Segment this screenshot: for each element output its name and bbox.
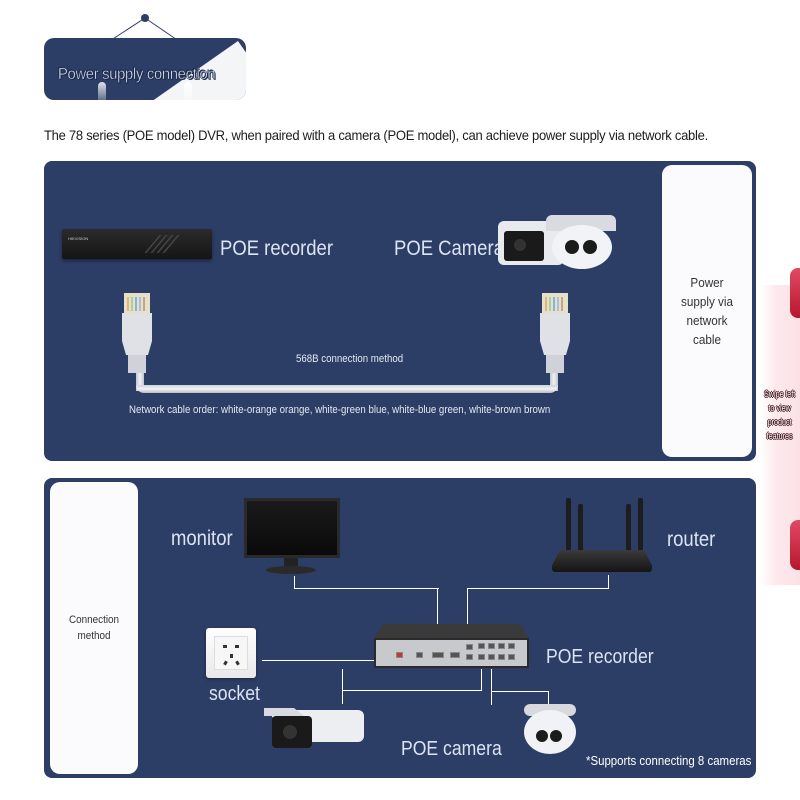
monitor-stand bbox=[284, 558, 298, 568]
monitor-label: monitor bbox=[171, 527, 233, 550]
dvr-brand: HIKVISION bbox=[68, 236, 89, 241]
router-antenna bbox=[626, 504, 631, 556]
router-link-line-rise bbox=[467, 575, 609, 589]
side-card-power: Power supply via network cable bbox=[662, 165, 752, 457]
side-card-connection-text: Connection method bbox=[68, 614, 120, 642]
camera-link-drop bbox=[342, 669, 482, 691]
spotlight-left bbox=[98, 82, 106, 100]
poe-recorder-label: POE recorder bbox=[220, 237, 333, 260]
poe-camera-label-2: POE camera bbox=[401, 738, 502, 760]
swipe-hint-accent-top bbox=[790, 268, 800, 318]
swipe-hint-accent-bottom bbox=[790, 520, 800, 570]
swipe-hint-text[interactable]: Swipe left to view product features bbox=[763, 389, 796, 441]
dome-camera-link-drop bbox=[491, 669, 549, 705]
bullet-camera-image bbox=[264, 708, 364, 748]
socket-image bbox=[206, 628, 256, 678]
spotlight-right bbox=[184, 82, 192, 100]
router-link-line bbox=[467, 588, 609, 634]
poe-nvr-image bbox=[374, 624, 529, 668]
socket-link-line bbox=[262, 660, 402, 661]
poe-camera-label: POE Camera bbox=[394, 237, 504, 260]
cable-order-text: Network cable order: white-orange orange… bbox=[129, 404, 551, 416]
router-antenna bbox=[578, 504, 583, 556]
dome-camera-image bbox=[524, 704, 576, 754]
side-card-power-text: Power supply via network cable bbox=[680, 275, 734, 347]
monitor-image bbox=[244, 498, 340, 558]
camera-support-note: *Supports connecting 8 cameras bbox=[586, 753, 752, 768]
poe-power-panel: HIKVISION POE recorder POE Camera bbox=[44, 161, 756, 461]
rj45-connector-right-icon bbox=[540, 293, 570, 373]
router-image bbox=[552, 550, 652, 572]
section-title: Power supply connection bbox=[58, 66, 216, 84]
connection-method-panel: Connection method monitor router bbox=[44, 478, 756, 778]
dome-camera-link-line bbox=[491, 691, 549, 705]
monitor-link-line bbox=[294, 576, 439, 589]
poe-recorder-image: HIKVISION bbox=[62, 229, 212, 259]
monitor-base bbox=[266, 566, 316, 574]
socket-label: socket bbox=[209, 683, 260, 705]
bullet-camera-link-line bbox=[342, 690, 482, 704]
intro-text: The 78 series (POE model) DVR, when pair… bbox=[44, 127, 708, 143]
rj45-connector-left-icon bbox=[122, 293, 152, 373]
router-antenna bbox=[566, 498, 571, 556]
poe-camera-image bbox=[498, 215, 616, 269]
side-card-connection: Connection method bbox=[50, 482, 138, 774]
network-cable bbox=[136, 385, 558, 393]
router-antenna bbox=[638, 498, 643, 556]
hanger-icon bbox=[98, 14, 190, 49]
router-label: router bbox=[667, 528, 716, 551]
section-header-badge: Power supply connection bbox=[44, 38, 246, 100]
connection-method-label: 568B connection method bbox=[296, 353, 404, 365]
poe-recorder-label-2: POE recorder bbox=[546, 646, 654, 668]
monitor-link-line-drop bbox=[437, 588, 438, 634]
